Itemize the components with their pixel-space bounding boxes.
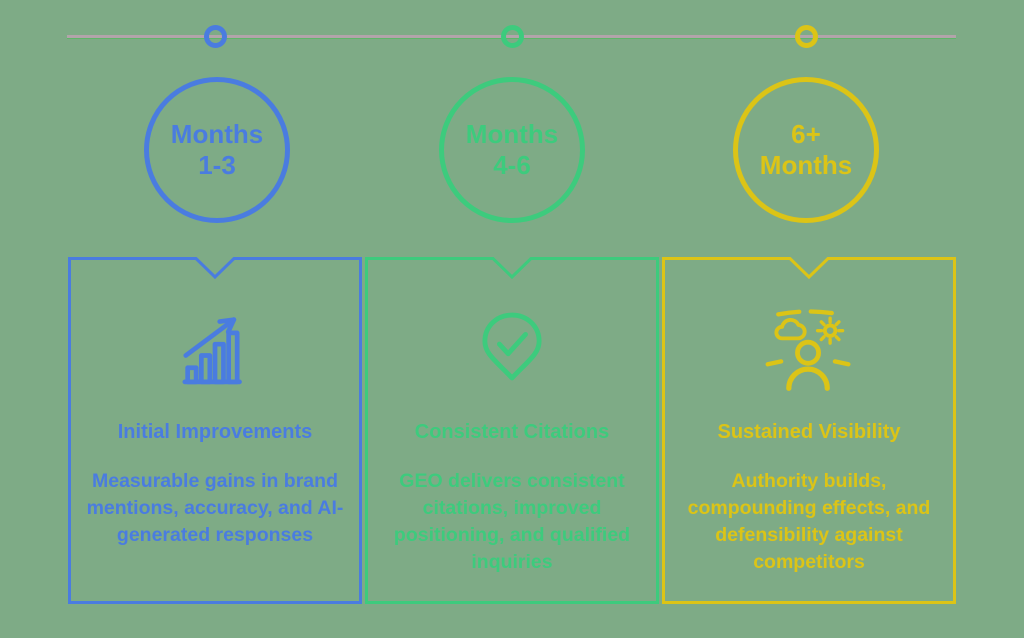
timeline-marker-6-plus-months-icon <box>795 25 818 48</box>
card-description: Measurable gains in brand mentions, accu… <box>86 470 344 546</box>
phase-circle-label-line1: Months <box>465 119 559 149</box>
check-badge-icon <box>481 299 543 395</box>
phase-circle-label-line2: 1-3 <box>198 150 236 180</box>
phase-circle-months-4-6: Months 4-6 <box>439 77 585 223</box>
card-description: Authority builds, compounding effects, a… <box>687 470 931 573</box>
card-content: Sustained Visibility Authority builds, c… <box>662 257 956 604</box>
card-content: Consistent Citations GEO delivers consis… <box>365 257 659 604</box>
card-title: Initial Improvements <box>117 421 313 443</box>
visibility-person-icon <box>757 299 861 395</box>
phase-circle-label-line2: 4-6 <box>493 150 531 180</box>
card-title: Consistent Citations <box>414 421 610 443</box>
phase-circle-label-line1: Months <box>170 119 264 149</box>
phase-circle-label-line1: 6+ <box>791 119 821 149</box>
card-content: Initial Improvements Measurable gains in… <box>68 257 362 604</box>
timeline-marker-months-4-6-icon <box>501 25 524 48</box>
card-description: GEO delivers consistent citations, impro… <box>393 470 631 573</box>
card-border-notched <box>68 257 362 604</box>
growth-chart-icon <box>182 299 248 395</box>
phase-card-6-plus-months: Sustained Visibility Authority builds, c… <box>662 257 956 604</box>
card-border-notched <box>662 257 956 604</box>
phase-circle-label-line2: Months <box>759 150 853 180</box>
card-border-notched <box>365 257 659 604</box>
phase-circle-months-1-3: Months 1-3 <box>144 77 290 223</box>
phase-card-months-1-3: Initial Improvements Measurable gains in… <box>68 257 362 604</box>
phase-circle-6-plus-months: 6+ Months <box>733 77 879 223</box>
phase-card-months-4-6: Consistent Citations GEO delivers consis… <box>365 257 659 604</box>
timeline-marker-months-1-3-icon <box>204 25 227 48</box>
card-title: Sustained Visibility <box>717 421 901 443</box>
